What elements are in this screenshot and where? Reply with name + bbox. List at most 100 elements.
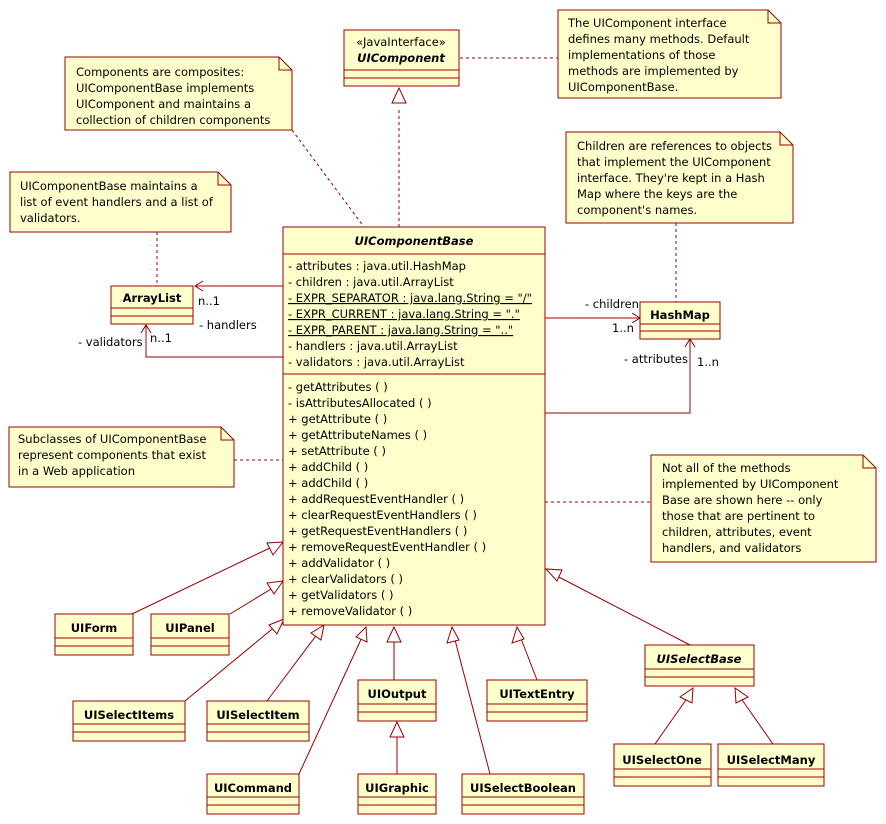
note-composite: Components are composites: UIComponentBas… (64, 56, 293, 131)
operation-row: + getValidators ( ) (288, 588, 393, 602)
note-line: collection of children components (76, 113, 270, 127)
gen-line-uiselectone (654, 696, 689, 745)
association-labels: n..1 - handlers - validators n..1 - chil… (78, 294, 719, 369)
operation-row: + removeValidator ( ) (288, 604, 412, 618)
hashmap-class: HashMap (639, 301, 721, 340)
class-name: UIPanel (165, 621, 214, 635)
uicomponentbase-class: UIComponentBase - attributes : java.util… (282, 226, 546, 626)
gen-line-uipanel (229, 585, 277, 615)
note-line: methods are implemented by (568, 64, 739, 78)
operation-row: + addValidator ( ) (288, 556, 390, 570)
note-line: Subclasses of UIComponentBase (18, 432, 206, 446)
gen-head-uicommand (355, 625, 368, 643)
operation-row: + addChild ( ) (288, 460, 368, 474)
generalization-heads (266, 86, 749, 738)
gen-head-uiselectmany (734, 686, 749, 704)
svg-text:- getAttributes ( ) - is: - getAttributes ( ) - isAttributesAlloca… (288, 380, 490, 618)
attribute-row-static: - EXPR_CURRENT : java.lang.String = "." (288, 307, 520, 321)
uiselectone-class: UISelectOne (613, 743, 712, 787)
class-name: UISelectItem (216, 708, 299, 722)
note-line: list of event handlers and a list of (20, 195, 214, 209)
note-line: those that are pertinent to (662, 509, 815, 523)
note-line: implementations of those (568, 48, 715, 62)
gen-line-uiselectbase (552, 573, 691, 646)
attributes-role: - attributes (624, 352, 688, 366)
handlers-role: - handlers (199, 318, 257, 332)
note-line: UIComponentBase. (568, 80, 678, 94)
note-children: Children are references to objects that i… (565, 131, 794, 224)
note-line: The UIComponent interface (567, 16, 727, 30)
gen-line-uiselectitem (266, 632, 319, 702)
note-line: that implement the UIComponent (577, 155, 771, 169)
gen-head-uiselectitem (310, 623, 325, 641)
svg-text:Components are composites:UICo: Components are composites: UIComponentBas… (76, 65, 270, 127)
gen-line-uiform (131, 545, 275, 615)
operation-row: + addChild ( ) (288, 476, 368, 490)
note-line: UIComponentBase maintains a (20, 179, 198, 193)
attributes-multiplicity: 1..n (697, 355, 719, 369)
attribute-row-static: - EXPR_SEPARATOR : java.lang.String = "/… (288, 291, 532, 305)
class-name: HashMap (650, 308, 710, 322)
uicommand-class: UICommand (206, 773, 300, 815)
handlers-multiplicity: n..1 (198, 294, 220, 308)
operation-row: + clearValidators ( ) (288, 572, 403, 586)
gen-head-uioutput (386, 625, 402, 643)
class-name: UIGraphic (365, 781, 429, 795)
class-name: UIForm (71, 621, 118, 635)
children-multiplicity: 1..n (612, 321, 634, 335)
note-line: Components are composites: (76, 65, 244, 79)
attribute-row: - validators : java.util.ArrayList (288, 355, 465, 369)
attribute-row: - attributes : java.util.HashMap (288, 259, 466, 273)
note-line: UIComponent and maintains a (76, 97, 251, 111)
note-line: handlers, and validators (662, 541, 801, 555)
class-name: UICommand (214, 781, 292, 795)
handlers-arrow (194, 280, 204, 292)
note-line: interface. They're kept in a Hash (577, 171, 765, 185)
note-line: Base are shown here -- only (662, 493, 823, 507)
note-line: implemented by UIComponent (662, 477, 839, 491)
operation-row: + clearRequestEventHandlers ( ) (288, 508, 477, 522)
uipanel-class: UIPanel (150, 613, 230, 656)
note-line: Children are references to objects (577, 139, 772, 153)
class-name: UITextEntry (499, 687, 575, 701)
note-subclasses: Subclasses of UIComponentBase represent c… (8, 426, 235, 488)
svg-text:- attributes : java.util.HashM: - attributes : java.util.HashMap - child… (288, 259, 536, 369)
attribute-row: - children : java.util.ArrayList (288, 275, 454, 289)
gen-line-uicommand (298, 634, 364, 775)
operation-row: + getRequestEventHandlers ( ) (288, 524, 467, 538)
gen-head-uiselectboolean (446, 625, 460, 644)
note-line: in a Web application (18, 464, 135, 478)
gen-line-uiselectboolean (453, 635, 491, 775)
arraylist-class: ArrayList (110, 285, 194, 325)
note-handlers: UIComponentBase maintains a list of event… (9, 171, 232, 233)
svg-text:Children are references to obj: Children are references to objects that i… (577, 139, 772, 217)
operation-row: - isAttributesAllocated ( ) (288, 396, 432, 410)
operation-row: + removeRequestEventHandler ( ) (288, 540, 486, 554)
uiselectitem-class: UISelectItem (206, 700, 310, 742)
uicomponent-interface: «JavaInterface» UIComponent (343, 29, 460, 87)
gen-head-uipanel (266, 580, 285, 595)
note-line: UIComponentBase implements (76, 81, 254, 95)
uigraphic-class: UIGraphic (357, 773, 437, 815)
validators-association (145, 325, 283, 358)
class-name: UISelectItems (84, 708, 174, 722)
interface-stereotype: «JavaInterface» (356, 35, 446, 49)
uiselectmany-class: UISelectMany (717, 743, 825, 787)
operation-row: + setAttribute ( ) (288, 444, 386, 458)
validators-arrow (140, 324, 152, 334)
class-name: UISelectOne (622, 753, 702, 767)
operation-row: + addRequestEventHandler ( ) (288, 492, 464, 506)
class-name: UISelectMany (727, 753, 816, 767)
note-line: represent components that exist (18, 448, 207, 462)
validators-role: - validators (78, 335, 143, 349)
realization-head (391, 86, 407, 104)
uiselectbase-class: UISelectBase (644, 644, 755, 687)
gen-head-uitextentry (511, 625, 525, 644)
operation-row: + getAttribute ( ) (288, 412, 387, 426)
gen-head-uiselectone (679, 686, 694, 704)
note-anchor-composite (291, 129, 365, 228)
